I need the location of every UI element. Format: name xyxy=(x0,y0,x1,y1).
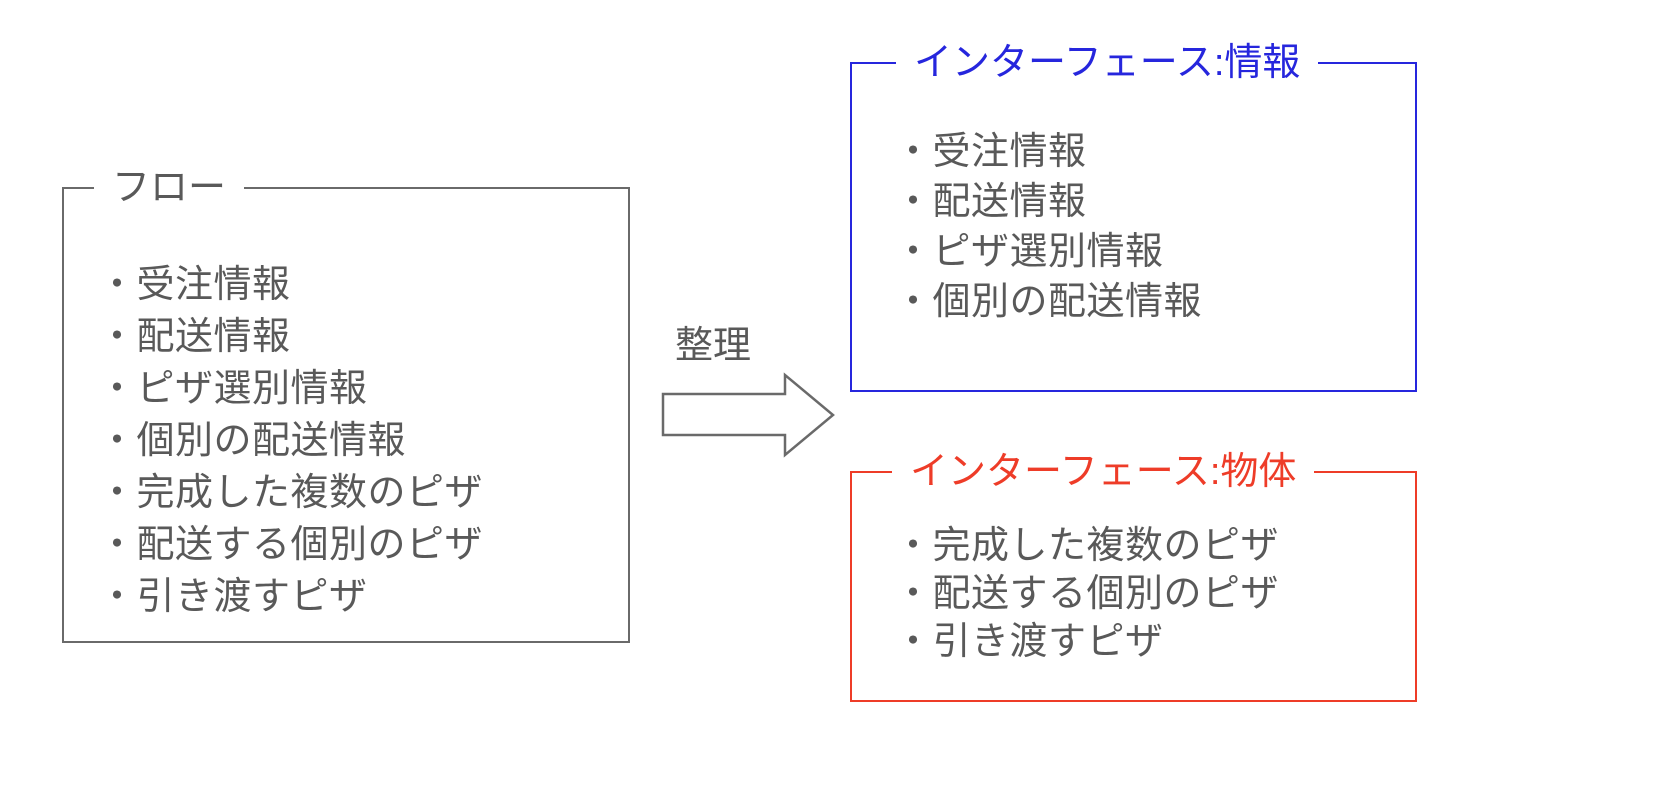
flow-box: フロー ・受注情報・配送情報・ピザ選別情報・個別の配送情報・完成した複数のピザ・… xyxy=(62,168,630,643)
interface-info-box: インターフェース:情報 ・受注情報・配送情報・ピザ選別情報・個別の配送情報 xyxy=(850,43,1417,392)
list-item: ・引き渡すピザ xyxy=(98,576,368,618)
list-item: ・配送情報 xyxy=(98,316,291,358)
right-arrow-icon xyxy=(661,372,835,458)
list-item: ・ピザ選別情報 xyxy=(894,231,1164,273)
list-item: ・個別の配送情報 xyxy=(894,281,1203,323)
list-item: ・配送情報 xyxy=(894,181,1087,223)
list-item: ・完成した複数のピザ xyxy=(894,525,1280,567)
interface-object-box-title: インターフェース:物体 xyxy=(892,452,1315,492)
interface-object-box-items: ・完成した複数のピザ・配送する個別のピザ・引き渡すピザ xyxy=(852,473,1415,666)
list-item: ・受注情報 xyxy=(894,131,1087,173)
interface-info-box-title: インターフェース:情報 xyxy=(896,43,1319,83)
interface-info-box-items: ・受注情報・配送情報・ピザ選別情報・個別の配送情報 xyxy=(852,64,1415,327)
list-item: ・ピザ選別情報 xyxy=(98,368,368,410)
list-item: ・引き渡すピザ xyxy=(894,621,1164,663)
interface-object-box: インターフェース:物体 ・完成した複数のピザ・配送する個別のピザ・引き渡すピザ xyxy=(850,452,1417,702)
list-item: ・個別の配送情報 xyxy=(98,420,407,462)
arrow-label: 整理 xyxy=(675,325,752,367)
list-item: ・完成した複数のピザ xyxy=(98,472,484,514)
list-item: ・受注情報 xyxy=(98,264,291,306)
list-item: ・配送する個別のピザ xyxy=(894,573,1280,615)
list-item: ・配送する個別のピザ xyxy=(98,524,484,566)
flow-box-items: ・受注情報・配送情報・ピザ選別情報・個別の配送情報・完成した複数のピザ・配送する… xyxy=(64,189,628,623)
flow-box-title: フロー xyxy=(94,168,245,208)
